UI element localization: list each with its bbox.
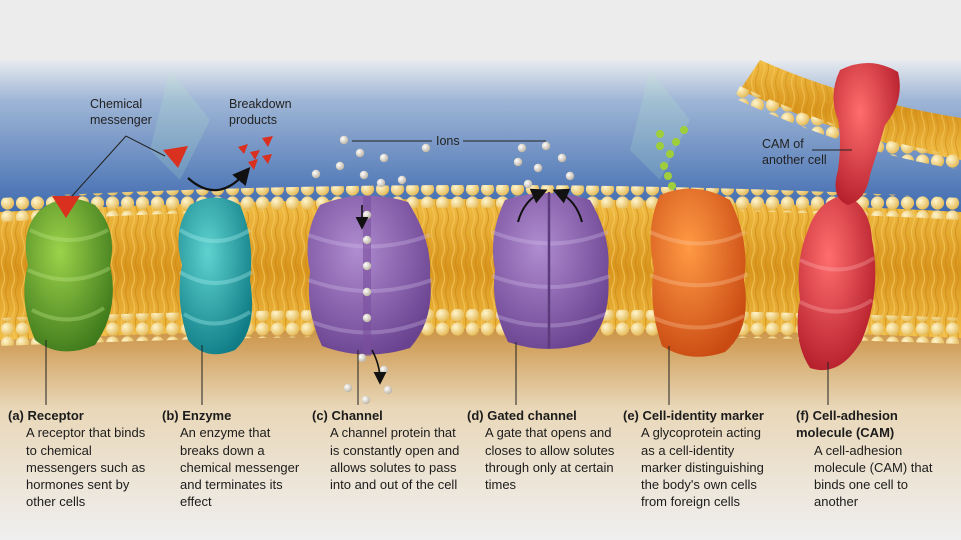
enzyme-protein xyxy=(178,197,253,355)
caption-cell-identity-marker: (e) Cell-identity marker A glycoprotein … xyxy=(623,407,775,511)
caption-title: (b) Enzyme xyxy=(162,408,232,423)
channel-ions xyxy=(343,210,393,405)
caption-title: (f) Cell-adhesion molecule (CAM) xyxy=(796,408,898,441)
caption-title: (c) Channel xyxy=(312,408,383,423)
breakdown-fragments xyxy=(238,136,273,170)
cam-other-cell xyxy=(833,62,900,205)
caption-cell-adhesion-molecule: (f) Cell-adhesion molecule (CAM) A cell-… xyxy=(796,407,946,511)
watermark-shapes xyxy=(150,70,690,180)
caption-text: A glycoprotein acting as a cell-identity… xyxy=(641,425,764,510)
caption-channel: (c) Channel A channel protein that is co… xyxy=(312,407,462,493)
caption-gated-channel: (d) Gated channel A gate that opens and … xyxy=(467,407,617,493)
extracellular-ions xyxy=(311,135,575,189)
caption-text: A channel protein that is constantly ope… xyxy=(330,425,460,493)
messenger-free xyxy=(163,146,188,168)
caption-text: A gate that opens and closes to allow so… xyxy=(485,425,615,493)
cytoplasm xyxy=(0,320,961,540)
caption-pointers xyxy=(45,340,829,405)
label-cam-of-another-cell: CAM of another cell xyxy=(762,137,827,167)
caption-title: (a) Receptor xyxy=(8,408,84,423)
glycan-chain xyxy=(656,126,688,190)
gated-channel-protein xyxy=(492,193,609,349)
caption-text: An enzyme that breaks down a chemical me… xyxy=(180,425,300,510)
label-breakdown-products: Breakdown products xyxy=(229,97,292,127)
receptor-protein xyxy=(24,198,113,352)
caption-receptor: (a) Receptor A receptor that binds to ch… xyxy=(8,407,158,511)
caption-title: (d) Gated channel xyxy=(467,408,577,423)
caption-title: (e) Cell-identity marker xyxy=(623,408,764,423)
caption-enzyme: (b) Enzyme An enzyme that breaks down a … xyxy=(162,407,304,511)
breakdown-arrow xyxy=(187,166,251,192)
label-ions: Ions xyxy=(436,134,460,148)
messenger-bound xyxy=(52,196,80,218)
gate-arrow-left xyxy=(517,188,548,223)
upper-head-row xyxy=(0,185,961,222)
label-chemical-messenger: Chemical messenger xyxy=(90,97,152,127)
caption-text: A receptor that binds to chemical messen… xyxy=(26,425,146,510)
gate-arrow-right xyxy=(552,188,583,223)
cam-protein xyxy=(797,195,876,371)
caption-text: A cell-adhesion molecule (CAM) that bind… xyxy=(814,442,933,510)
marker-protein xyxy=(650,188,746,357)
